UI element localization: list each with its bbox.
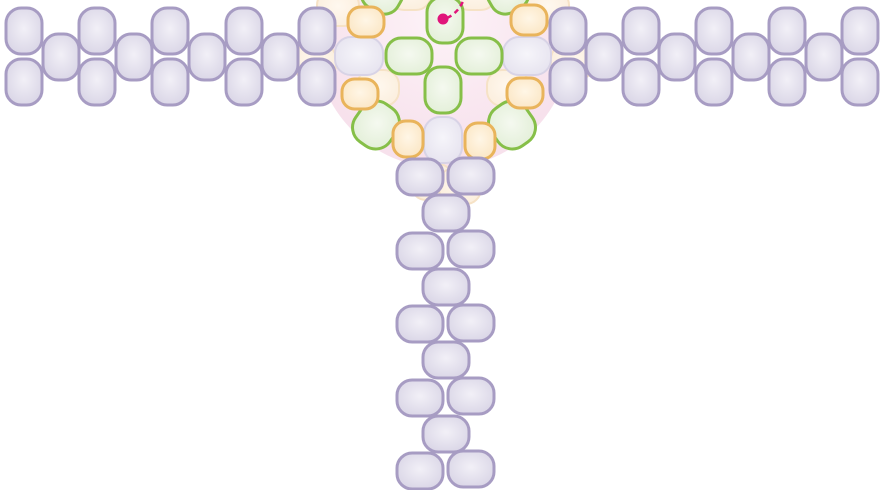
purple-cell-67 [397, 453, 443, 489]
purple-cell-62 [448, 305, 494, 341]
purple-cell-14 [152, 8, 188, 54]
purple-cell-25 [550, 59, 586, 105]
purple-cell-20 [43, 34, 79, 80]
orange-cell-51 [342, 79, 378, 109]
purple-cell-27 [623, 59, 659, 105]
purple-cell-68 [448, 451, 494, 487]
purple-cell-30 [769, 8, 805, 54]
orange-cell-53 [393, 121, 423, 157]
orange-cell-52 [507, 78, 543, 108]
purple-cell-28 [696, 8, 732, 54]
purple-cell-16 [226, 8, 262, 54]
green-cell-43 [456, 38, 502, 74]
orange-cell-49 [348, 7, 384, 37]
green-cell-42 [386, 38, 432, 74]
purple-cell-58 [397, 233, 443, 269]
purple-cell-64 [397, 380, 443, 416]
purple-cell-26 [623, 8, 659, 54]
purple-cell-36 [733, 34, 769, 80]
purple-cell-33 [842, 59, 878, 105]
purple-cell-13 [79, 59, 115, 105]
purple-cell-35 [659, 34, 695, 80]
purple-cell-59 [448, 231, 494, 267]
purple-cell-57 [423, 195, 469, 231]
purple-cell-24 [550, 8, 586, 54]
purple-cell-31 [769, 59, 805, 105]
purple-cell-66 [423, 416, 469, 452]
purple-cell-65 [448, 378, 494, 414]
purple-cell-37 [806, 34, 842, 80]
orange-cell-50 [511, 5, 547, 35]
purple-cell-55 [397, 159, 443, 195]
marker-dot [438, 14, 449, 25]
orange-cell-54 [465, 123, 495, 159]
purple-cell-19 [299, 59, 335, 105]
green-cell-44 [425, 67, 461, 113]
purple-cell-32 [842, 8, 878, 54]
purple-cell-10 [6, 8, 42, 54]
lavender-cell-39 [503, 37, 551, 75]
purple-cell-15 [152, 59, 188, 105]
purple-cell-34 [586, 34, 622, 80]
purple-cell-29 [696, 59, 732, 105]
purple-cell-56 [448, 158, 494, 194]
purple-cell-23 [262, 34, 298, 80]
purple-cell-18 [299, 8, 335, 54]
purple-cell-22 [189, 34, 225, 80]
purple-cell-12 [79, 8, 115, 54]
lavender-cell-40 [424, 117, 462, 163]
purple-cell-61 [397, 306, 443, 342]
purple-cell-21 [116, 34, 152, 80]
purple-cell-60 [423, 269, 469, 305]
lavender-cell-38 [335, 37, 383, 75]
purple-cell-11 [6, 59, 42, 105]
purple-cell-63 [423, 342, 469, 378]
purple-cell-17 [226, 59, 262, 105]
